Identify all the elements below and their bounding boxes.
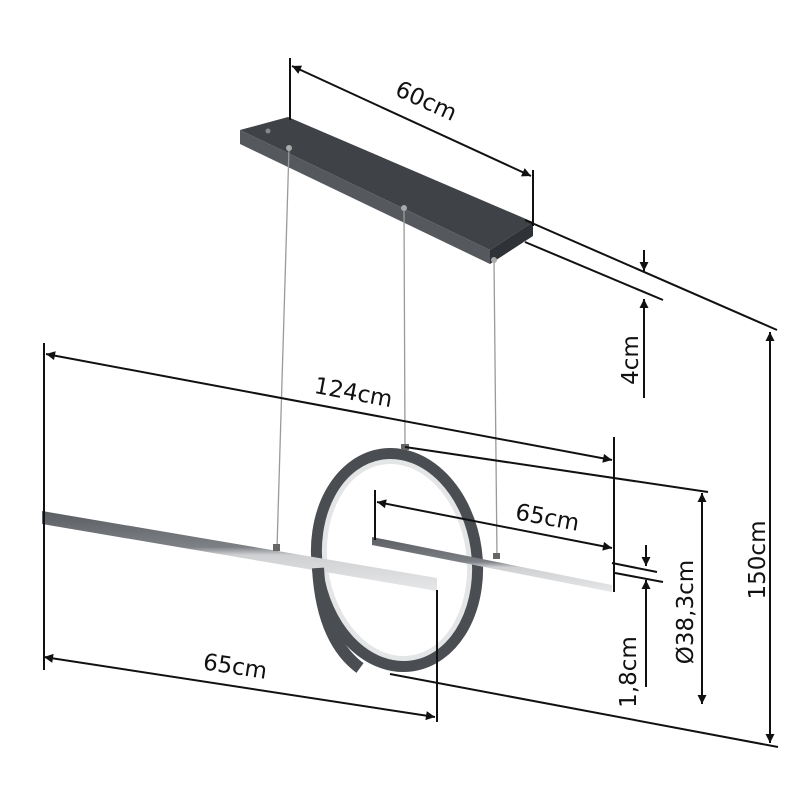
label-left-bar-length: 65cm bbox=[201, 649, 269, 685]
dimension-lines bbox=[43, 58, 779, 748]
ceiling-canopy bbox=[240, 117, 533, 264]
label-canopy-height: 4cm bbox=[618, 335, 644, 385]
label-ring-diameter: Ø38,3cm bbox=[673, 560, 699, 664]
label-bar-thickness: 1,8cm bbox=[616, 636, 642, 708]
label-canopy-length: 60cm bbox=[391, 76, 460, 126]
label-total-height: 150cm bbox=[745, 521, 771, 600]
right-light-bar bbox=[372, 537, 612, 592]
left-light-bar bbox=[42, 511, 437, 591]
